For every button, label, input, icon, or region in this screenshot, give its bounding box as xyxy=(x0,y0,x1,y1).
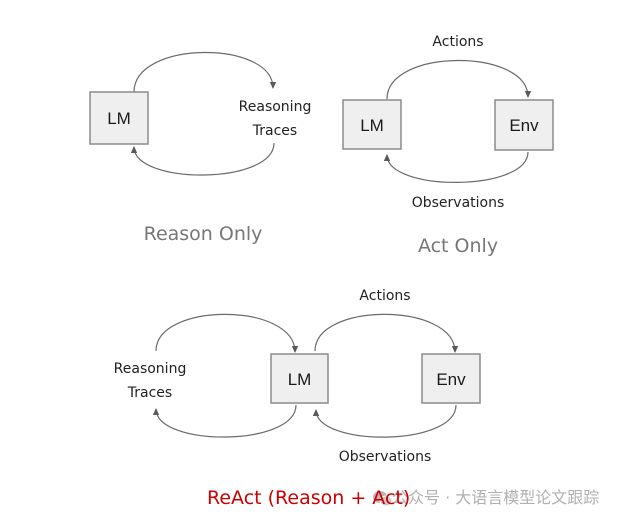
react-caption: ReAct (Reason + Act) xyxy=(207,487,410,509)
act-only-actions-label: Actions xyxy=(432,34,483,50)
reason-only-lm-node: LM xyxy=(89,91,149,145)
reason-only-diagram: LM Reasoning Traces Reason Only xyxy=(89,51,312,245)
reason-only-traces-label: Traces xyxy=(252,123,297,139)
reason-only-top-arrow xyxy=(133,51,277,93)
watermark: 公众号 · 大语言模型论文跟踪 xyxy=(373,488,599,507)
reason-only-lm-label: LM xyxy=(107,109,131,128)
wechat-icon xyxy=(373,491,393,507)
watermark-text: 公众号 · 大语言模型论文跟踪 xyxy=(392,488,599,507)
act-only-diagram: Actions LM Env Observations Act Only xyxy=(342,34,554,257)
react-lm-node: LM xyxy=(270,353,329,404)
act-only-observations-label: Observations xyxy=(412,195,505,211)
react-actions-label: Actions xyxy=(359,288,410,304)
react-observations-label: Observations xyxy=(339,449,432,465)
reason-only-reasoning-label: Reasoning xyxy=(239,99,312,115)
react-reasoning-top-arrow xyxy=(155,313,299,353)
act-only-lm-label: LM xyxy=(360,116,384,135)
react-env-node: Env xyxy=(421,353,481,404)
react-env-label: Env xyxy=(436,370,466,389)
act-only-env-node: Env xyxy=(494,99,554,151)
react-reasoning-label: Reasoning xyxy=(114,361,187,377)
act-only-lm-node: LM xyxy=(342,99,402,150)
react-diagram: Actions LM Env Reasoning Traces Observat… xyxy=(114,288,481,465)
react-observations-arrow xyxy=(312,404,457,438)
reason-only-bottom-arrow xyxy=(130,142,275,176)
act-only-env-label: Env xyxy=(509,116,539,135)
react-lm-label: LM xyxy=(288,370,312,389)
act-only-actions-arrow xyxy=(386,59,532,100)
act-only-caption: Act Only xyxy=(418,235,498,257)
react-actions-arrow xyxy=(314,313,459,353)
react-traces-label: Traces xyxy=(127,385,172,401)
reason-only-caption: Reason Only xyxy=(144,223,263,245)
act-only-observations-arrow xyxy=(383,151,529,183)
react-reasoning-bottom-arrow xyxy=(152,404,297,438)
